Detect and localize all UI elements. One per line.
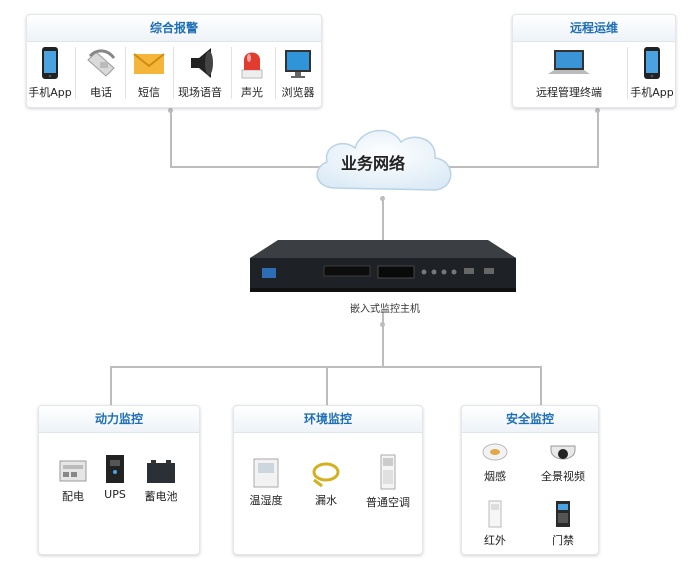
power-item-distribution: 配电 <box>53 458 93 504</box>
env-item-water-leak: 漏水 <box>304 458 348 508</box>
alarm-item-label: 现场语音 <box>178 86 222 99</box>
security-item-label: 烟感 <box>484 470 506 483</box>
env-item-ac: 普通空调 <box>358 454 418 510</box>
smartphone-icon <box>644 47 660 79</box>
ops-panel: 远程运维 远程管理终端 手机App <box>512 14 676 108</box>
alarm-item-siren: 声光 <box>231 46 273 100</box>
alarm-item-label: 声光 <box>241 86 263 99</box>
alarm-item-voice: 现场语音 <box>171 46 229 100</box>
alarm-item-browser: 浏览器 <box>275 46 321 100</box>
env-panel-title: 环境监控 <box>234 406 422 433</box>
speaker-icon <box>191 48 213 78</box>
telephone-icon <box>87 49 116 77</box>
divider <box>275 47 276 99</box>
divider <box>75 47 76 99</box>
divider <box>627 47 628 99</box>
env-item-label: 漏水 <box>315 494 337 507</box>
monitor-icon <box>285 50 311 78</box>
alarm-item-label: 电话 <box>90 86 112 99</box>
laptop-icon <box>548 50 590 74</box>
access-control-icon <box>556 501 570 527</box>
env-item-temp-humidity: 温湿度 <box>242 458 290 508</box>
security-drop <box>540 366 542 406</box>
security-panel-title: 安全监控 <box>462 406 598 433</box>
alarm-connector-vertical <box>170 110 172 168</box>
ops-connector-vertical <box>597 110 599 168</box>
divider <box>125 47 126 99</box>
water-leak-cable-icon <box>312 462 340 488</box>
connector-dot <box>595 108 600 113</box>
power-drop <box>110 366 112 406</box>
security-panel: 安全监控 烟感 全景视频 红外 门禁 <box>461 405 599 555</box>
alarm-panel: 综合报警 手机App 电话 短信 现场语音 <box>26 14 322 108</box>
envelope-icon <box>133 53 165 74</box>
alarm-item-sms: 短信 <box>127 46 171 100</box>
power-item-label: 配电 <box>62 490 84 503</box>
infrared-sensor-icon <box>488 500 502 528</box>
cloud-host-connector <box>382 196 384 240</box>
divider <box>173 47 174 99</box>
ops-item-label: 手机App <box>630 86 674 99</box>
siren-light-icon <box>241 52 263 79</box>
divider <box>231 47 232 99</box>
env-item-label: 温湿度 <box>249 494 283 507</box>
alarm-connector-horizontal <box>170 166 330 168</box>
alarm-item-app: 手机App <box>27 46 73 100</box>
ops-item-label: 远程管理终端 <box>536 86 602 99</box>
power-item-label: UPS <box>104 488 126 501</box>
cloud-icon <box>316 129 452 191</box>
ops-item-app: 手机App <box>629 46 675 100</box>
connector-dot <box>380 196 385 201</box>
env-item-label: 普通空调 <box>366 496 410 509</box>
power-distribution-icon <box>59 460 87 482</box>
dome-camera-icon <box>550 445 576 460</box>
air-conditioner-icon <box>380 454 396 490</box>
power-panel: 动力监控 配电 UPS 蓄电池 <box>38 405 200 555</box>
env-drop <box>326 366 328 406</box>
security-item-smoke: 烟感 <box>472 442 518 484</box>
power-item-label: 蓄电池 <box>144 490 178 503</box>
alarm-item-phone: 电话 <box>79 46 123 100</box>
security-item-camera: 全景视频 <box>532 442 594 484</box>
ups-icon <box>106 455 124 483</box>
power-panel-title: 动力监控 <box>39 406 199 433</box>
connector-dot <box>168 108 173 113</box>
env-panel: 环境监控 温湿度 漏水 普通空调 <box>233 405 423 555</box>
security-item-label: 门禁 <box>552 534 574 547</box>
alarm-panel-title: 综合报警 <box>27 15 321 42</box>
host-down-connector <box>382 312 384 368</box>
security-item-infrared: 红外 <box>472 500 518 548</box>
alarm-item-label: 浏览器 <box>281 86 315 99</box>
security-item-access: 门禁 <box>540 500 586 548</box>
ops-item-terminal: 远程管理终端 <box>517 46 621 100</box>
security-item-label: 全景视频 <box>541 470 585 483</box>
ops-panel-title: 远程运维 <box>513 15 675 42</box>
battery-icon <box>147 460 175 483</box>
network-label: 业务网络 <box>340 154 405 173</box>
alarm-item-label: 短信 <box>138 86 160 99</box>
ops-connector-horizontal <box>440 166 599 168</box>
host-label: 嵌入式监控主机 <box>350 304 420 315</box>
connector-dot <box>380 322 385 327</box>
smoke-detector-icon <box>482 443 508 461</box>
power-item-ups: UPS <box>97 454 133 501</box>
alarm-item-label: 手机App <box>28 86 72 99</box>
thermo-hygrometer-icon <box>253 458 279 488</box>
security-item-label: 红外 <box>484 534 506 547</box>
smartphone-icon <box>42 47 58 79</box>
power-item-battery: 蓄电池 <box>139 458 183 504</box>
rack-server-icon <box>250 240 516 292</box>
